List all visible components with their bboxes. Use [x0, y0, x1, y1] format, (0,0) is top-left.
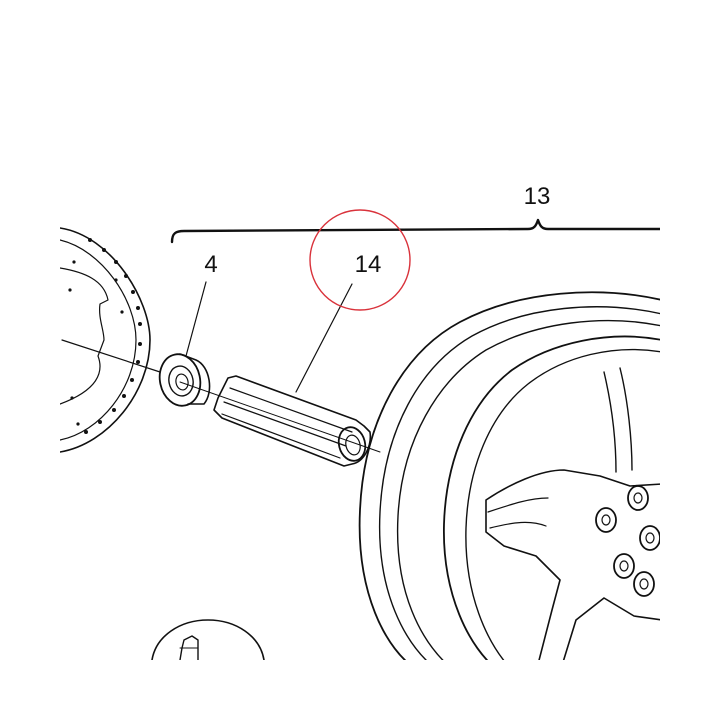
- leader-line-spacer: [295, 283, 353, 393]
- assembly-bracket: [170, 218, 660, 244]
- callout-13: 13: [524, 183, 551, 210]
- wheel: [358, 291, 660, 660]
- callout-14: 14: [355, 251, 382, 278]
- brake-disc: [60, 227, 161, 453]
- leader-line-bearing: [185, 281, 207, 357]
- valve-component: [151, 619, 265, 660]
- highlight-circle: [309, 209, 411, 311]
- bearing: [158, 353, 211, 407]
- spacer-tube: [213, 375, 372, 467]
- callout-4: 4: [204, 251, 217, 278]
